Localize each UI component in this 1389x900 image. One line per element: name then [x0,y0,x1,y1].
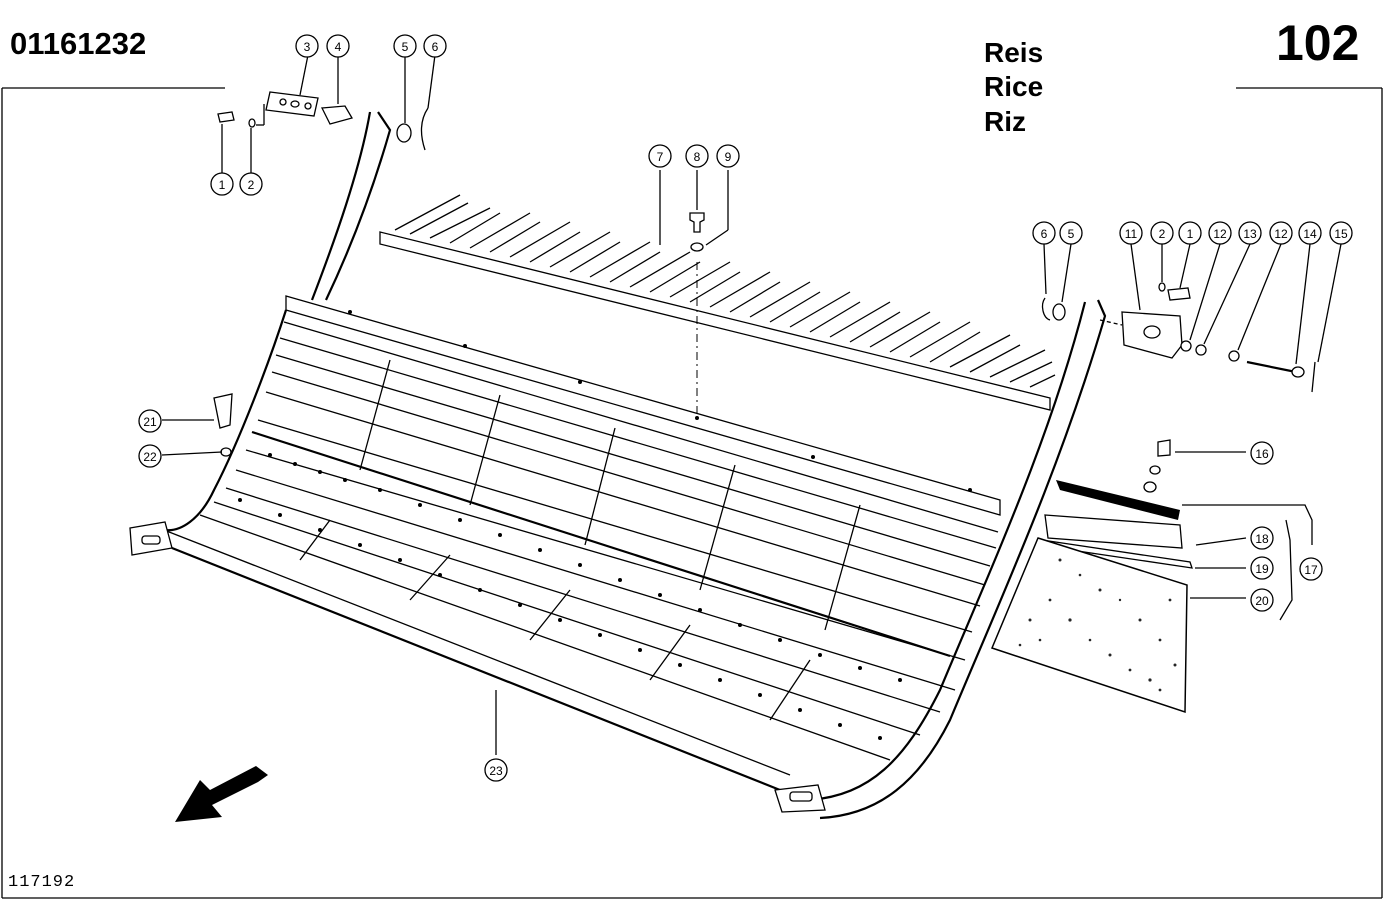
callout-circle [1238,221,1262,245]
callout-circle [716,144,740,168]
callout-14: 14 [1298,221,1322,245]
callout-label: 1 [1187,227,1194,241]
callout-1: 1 [1178,221,1202,245]
callout-label: 17 [1304,563,1318,577]
callout-label: 21 [143,415,157,429]
callout-5: 5 [1059,221,1083,245]
callout-22: 22 [138,444,162,468]
callout-label: 18 [1255,532,1269,546]
callout-circle [326,34,350,58]
callout-circle [1059,221,1083,245]
callout-circle [1250,526,1274,550]
callout-label: 6 [1041,227,1048,241]
part-number: 01161232 [10,26,147,61]
callout-circle [1119,221,1143,245]
title-german: Reis [984,37,1044,68]
callout-circle [210,172,234,196]
callout-2: 2 [1150,221,1174,245]
center-bolt [659,170,729,252]
callout-circle [1250,441,1274,465]
callout-circle [484,758,508,782]
callout-19: 19 [1250,556,1274,580]
clip-left [161,393,233,457]
callout-circle [1178,221,1202,245]
callout-2: 2 [239,172,263,196]
callout-circle [1298,221,1322,245]
direction-arrow-icon [175,766,268,822]
callout-circle [1150,221,1174,245]
callout-label: 23 [489,764,503,778]
callout-label: 15 [1334,227,1348,241]
callout-label: 9 [725,150,732,164]
title-french: Riz [984,106,1026,137]
hardware-right [1041,243,1342,393]
callout-label: 5 [402,40,409,54]
callout-18: 18 [1250,526,1274,550]
callout-5: 5 [393,34,417,58]
callout-label: 13 [1243,227,1257,241]
callout-15: 15 [1329,221,1353,245]
callout-label: 1 [219,178,226,192]
callout-6: 6 [423,34,447,58]
callout-circle [685,144,709,168]
callout-9: 9 [716,144,740,168]
title-english: Rice [984,71,1044,102]
callout-circle [648,144,672,168]
callout-circle [1250,588,1274,612]
callout-circle [1032,221,1056,245]
callout-8: 8 [685,144,709,168]
callout-circle [295,34,319,58]
callout-label: 2 [1159,227,1166,241]
callout-circle [1329,221,1353,245]
callout-23: 23 [484,758,508,782]
callout-label: 6 [432,40,439,54]
page-number: 102 [1276,15,1360,71]
callout-circle [1208,221,1232,245]
callout-label: 14 [1303,227,1317,241]
concave-frame [129,111,1107,820]
callout-label: 8 [694,150,701,164]
callout-label: 19 [1255,562,1269,576]
callout-circle [239,172,263,196]
callout-20: 20 [1250,588,1274,612]
callout-circle [1269,221,1293,245]
callout-4: 4 [326,34,350,58]
callout-6: 6 [1032,221,1056,245]
callout-label: 3 [304,40,311,54]
callout-21: 21 [138,409,162,433]
callout-label: 12 [1213,227,1227,241]
rubber-flap-assembly [990,439,1313,714]
drawing-number: 117192 [8,873,76,892]
hardware-top-left [217,54,436,176]
callout-13: 13 [1238,221,1262,245]
callout-circle [423,34,447,58]
callout-label: 11 [1125,227,1138,241]
callout-12: 12 [1208,221,1232,245]
callout-11: 11 [1119,221,1143,245]
callout-7: 7 [648,144,672,168]
callout-circle [1299,557,1323,581]
callout-label: 7 [657,150,664,164]
callout-label: 12 [1274,227,1288,241]
page-frame [1,87,1383,899]
callout-circle [393,34,417,58]
callout-label: 22 [143,450,157,464]
callout-label: 5 [1068,227,1075,241]
callout-12: 12 [1269,221,1293,245]
callout-label: 16 [1255,447,1269,461]
callout-label: 2 [248,178,255,192]
callout-circle [138,444,162,468]
callout-label: 20 [1255,594,1269,608]
callout-1: 1 [210,172,234,196]
callout-circle [138,409,162,433]
tine-comb [379,194,1056,411]
callout-16: 16 [1250,441,1274,465]
callout-17: 17 [1299,557,1323,581]
callout-label: 4 [335,40,342,54]
callout-circle [1250,556,1274,580]
callout-3: 3 [295,34,319,58]
